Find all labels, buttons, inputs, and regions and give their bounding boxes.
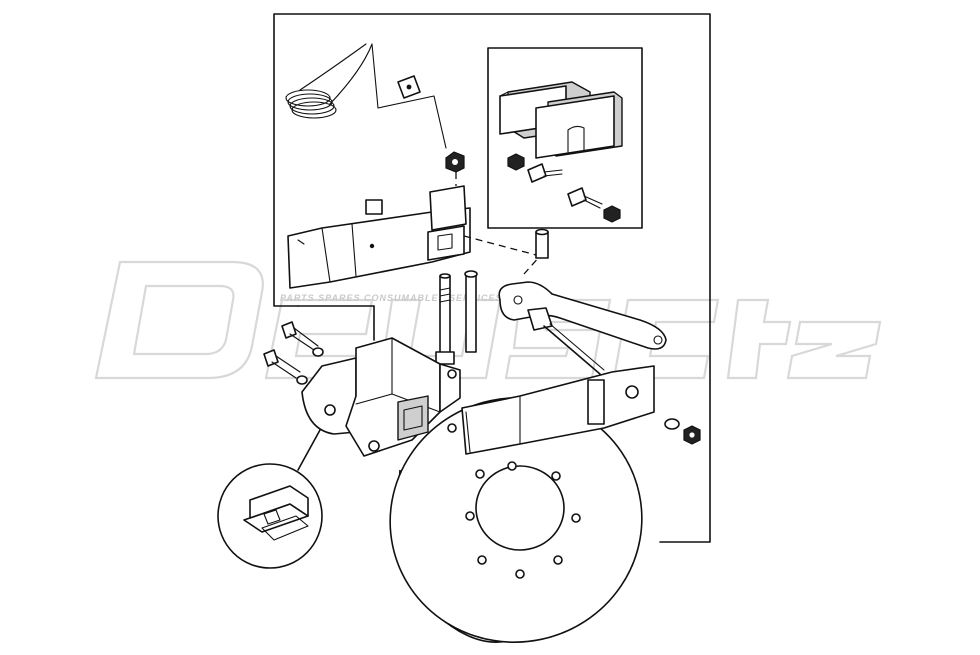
right-lock-nut [683,425,701,445]
lower-caliper-arm [461,365,655,455]
small-pin [535,228,549,259]
brake-pad-inset [487,47,643,229]
disc-bolt-hole [477,555,487,565]
assembly-frame [273,13,711,543]
spring-clip [397,75,421,99]
mounting-bolt-upper [281,321,324,357]
disc-bolt-hole [571,513,581,523]
disc-bolt-hole [515,569,525,579]
mounting-bolt-lower [263,349,308,385]
brake-disc [389,397,643,643]
pad-retaining-bolt-lower [567,187,603,209]
guide-pin [464,270,478,353]
right-washer [664,418,680,430]
watermark: PARTS SPARES CONSUMABLES SERVICES REPAIR… [94,260,882,380]
arm-top-nut [445,151,465,173]
brake-pad-front [535,91,623,159]
caliper-body [301,337,461,457]
pad-lock-nut [603,205,621,223]
pad-retaining-bolt-upper [527,163,563,183]
upper-caliper-arm [287,185,471,289]
shim-detail-callout [217,429,323,569]
return-spring [285,43,447,149]
pad-retaining-nut [507,153,525,171]
disc-bolt-hole [551,471,561,481]
guide-line-pin [463,235,542,275]
watermark-logo [94,260,882,380]
disc-bolt-hole [475,469,485,479]
long-stud [435,273,455,365]
inset-frame [487,47,643,229]
disc-bolt-hole [465,511,475,521]
disc-bolt-hole [553,555,563,565]
watermark-tagline: PARTS SPARES CONSUMABLES SERVICES REPAIR… [280,293,552,303]
disc-bolt-hole [507,461,517,471]
adjuster-link [498,281,667,375]
